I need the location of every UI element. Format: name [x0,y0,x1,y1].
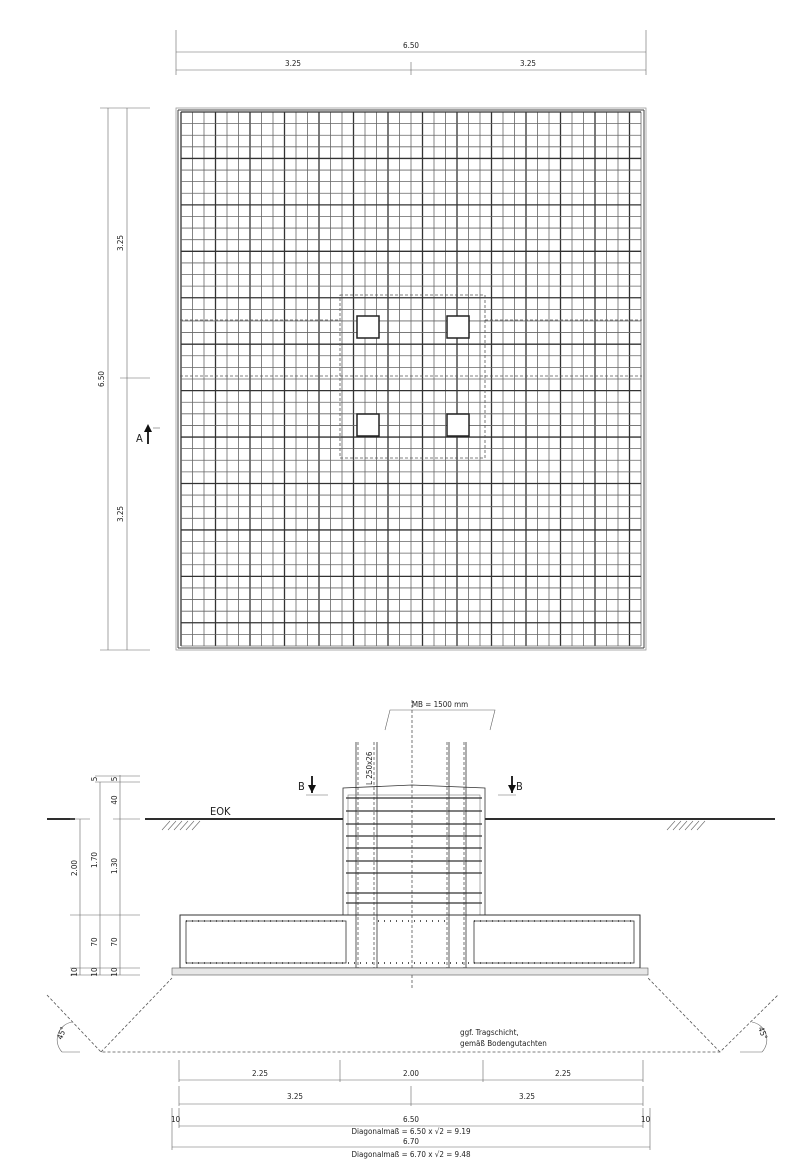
svg-text:Diagonalmaß = 6.50 x √2 = 9.19: Diagonalmaß = 6.50 x √2 = 9.19 [351,1127,471,1136]
blinding-layer [171,967,649,976]
svg-text:6.50: 6.50 [403,1115,419,1124]
section-left-dimensions: 2.00 10 5 1.70 70 10 5 40 1.30 70 10 [70,775,140,977]
svg-text:70: 70 [110,937,119,947]
svg-text:10: 10 [70,967,79,977]
svg-text:10: 10 [110,967,119,977]
svg-text:10: 10 [90,967,99,977]
plan-dim-vert-bottom: 3.25 [116,506,125,522]
steel-columns: L 250x26 [355,700,467,990]
svg-text:2.00: 2.00 [70,860,79,876]
plan-dim-left: 3.25 [285,59,301,68]
svg-text:Diagonalmaß = 6.70 x √2 = 9.48: Diagonalmaß = 6.70 x √2 = 9.48 [351,1150,471,1159]
angle-right: 45° [756,1026,769,1041]
svg-text:2.25: 2.25 [252,1069,268,1078]
svg-text:70: 70 [90,937,99,947]
plan-dim-vert-total: 6.50 [97,371,106,387]
ground-label: EOK [210,805,231,818]
plan-top-dimensions: 6.50 3.25 3.25 [175,30,647,75]
column-pockets [356,315,470,437]
plan-dim-right: 3.25 [520,59,536,68]
pedestal-outline [339,294,486,459]
svg-text:2.00: 2.00 [403,1069,419,1078]
profile-label: L 250x26 [365,751,374,785]
svg-text:10: 10 [641,1115,651,1124]
section-a-marker: A [136,424,160,445]
svg-text:6.70: 6.70 [403,1137,419,1146]
section-bottom-dimensions: 2.25 2.00 2.25 3.25 3.25 10 10 6.50 Diag… [171,1060,651,1159]
svg-text:3.25: 3.25 [519,1092,535,1101]
section-b-markers: B B [298,776,523,796]
angle-left: 45° [55,1026,68,1041]
svg-text:5: 5 [90,777,99,782]
arrow-down-icon [308,785,316,793]
base-slab [171,914,649,976]
plan-dim-vert-top: 3.25 [116,235,125,251]
svg-text:B: B [516,780,523,793]
svg-text:1.70: 1.70 [90,852,99,868]
svg-text:1.30: 1.30 [110,858,119,874]
reinforcement-grid [177,109,645,649]
pedestal [342,784,486,916]
excavation: 45° 45° ggf. Tragschicht, gemäß Bodengut… [46,977,779,1053]
mb-dimension: MB = 1500 mm [384,700,496,731]
arrow-down-icon [508,785,516,793]
svg-text:MB = 1500 mm: MB = 1500 mm [412,700,468,709]
arrow-up-icon [144,424,152,432]
svg-text:B: B [298,780,305,793]
svg-text:40: 40 [110,795,119,805]
plan-outline [175,107,647,651]
svg-text:5: 5 [110,777,119,782]
note-line-1: ggf. Tragschicht, [460,1028,519,1037]
svg-text:10: 10 [171,1115,181,1124]
plan-left-dimensions: 6.50 3.25 3.25 [97,107,150,651]
plan-dim-total: 6.50 [403,41,419,50]
svg-text:A: A [136,432,143,445]
svg-text:3.25: 3.25 [287,1092,303,1101]
pedestal-stirrups [346,797,482,904]
svg-text:2.25: 2.25 [555,1069,571,1078]
note-line-2: gemäß Bodengutachten [460,1039,547,1048]
ground-line: EOK [47,805,775,831]
